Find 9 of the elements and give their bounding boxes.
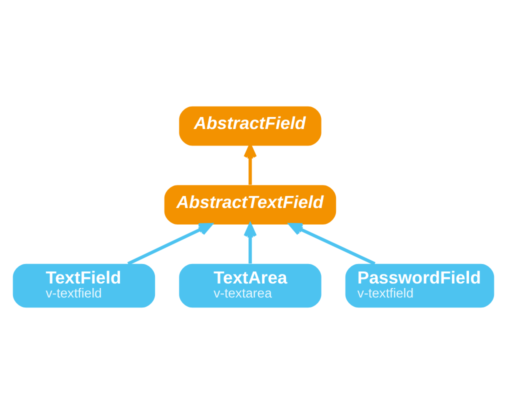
node-box: PasswordField v-textfield [345,264,494,308]
node-box: TextArea v-textarea [179,264,322,308]
arrow [244,223,257,264]
arrow [127,222,212,266]
arrow [244,144,257,185]
arrow [288,222,376,266]
node-box: TextField v-textfield [12,264,156,308]
node-box: AbstractTextField [164,185,336,224]
node-box: AbstractField [179,106,322,146]
